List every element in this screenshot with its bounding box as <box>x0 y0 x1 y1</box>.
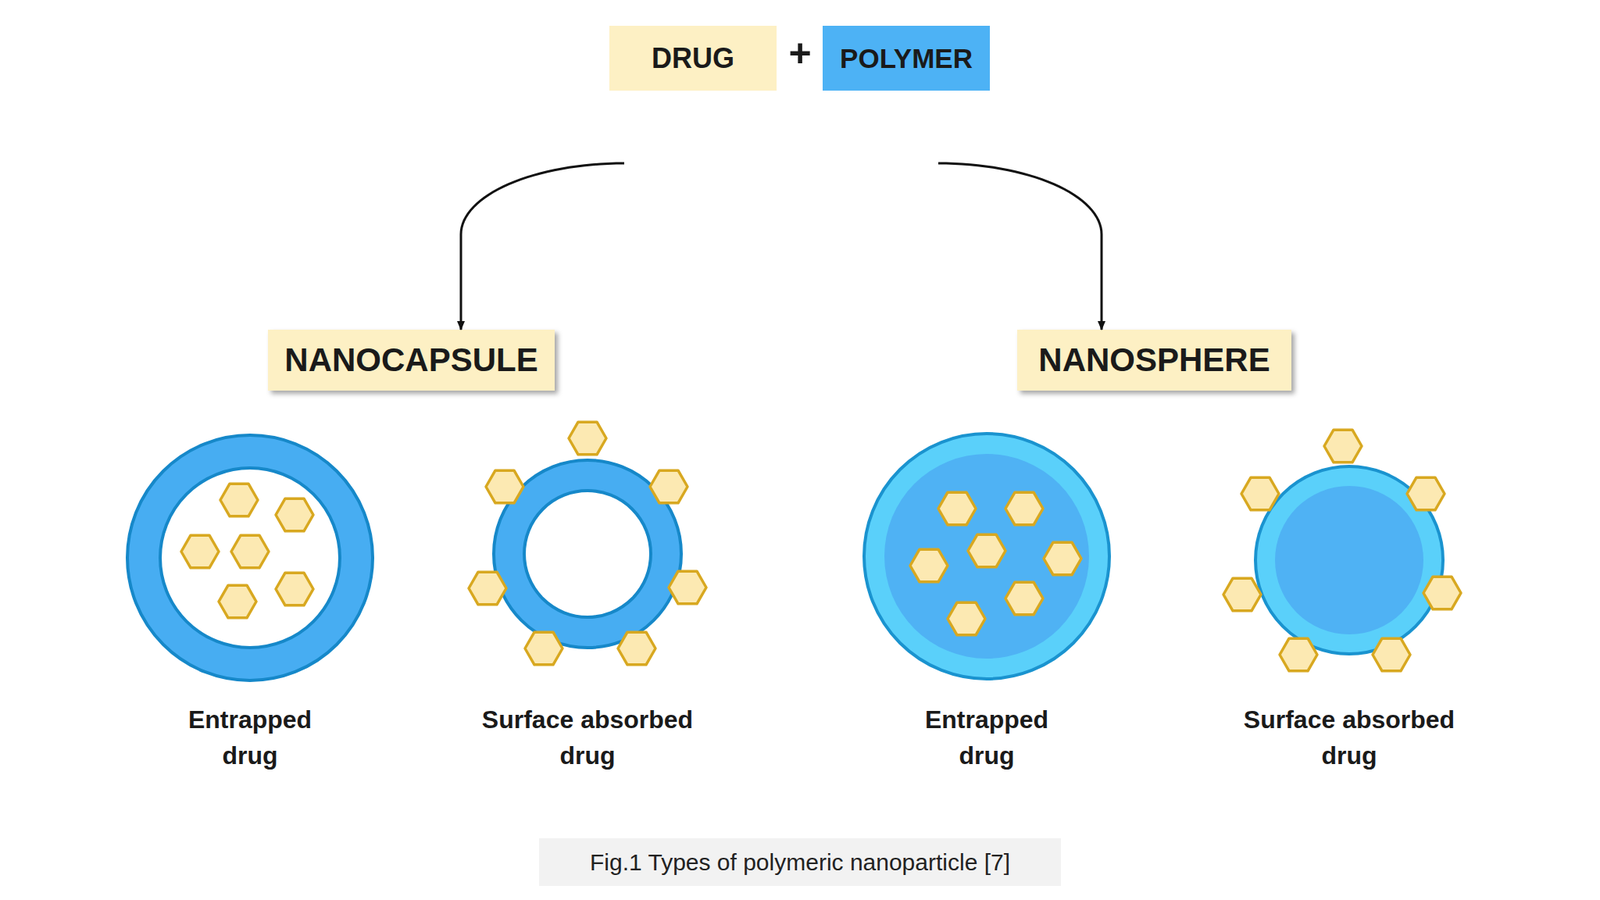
box-label: NANOCAPSULE <box>284 341 538 379</box>
particle-ring <box>1255 466 1443 654</box>
box-label: NANOSPHERE <box>1038 341 1270 379</box>
drug-molecule <box>938 492 976 525</box>
process-box: NANOCAPSULE <box>267 329 555 391</box>
particle-ring <box>1275 485 1424 635</box>
drug-molecule <box>1423 576 1461 610</box>
drug-molecule <box>468 571 507 605</box>
drug-molecule <box>1241 477 1279 511</box>
drug-molecule <box>617 632 656 665</box>
drug-molecule <box>1407 477 1445 511</box>
process-box: DRUG <box>609 25 777 91</box>
flow-arrow <box>938 90 1102 330</box>
drug-molecule <box>218 585 257 618</box>
box-label: POLYMER <box>839 42 973 75</box>
particle-label: Entrapped drug <box>908 701 1065 774</box>
particle-ring <box>884 453 1090 659</box>
nanoparticle-node: Surface absorbed drug <box>462 431 713 774</box>
drug-molecule <box>1372 638 1411 672</box>
process-box: POLYMER <box>822 25 990 91</box>
particle-ring <box>493 460 682 648</box>
drug-molecule <box>967 534 1006 568</box>
drug-molecule <box>231 535 269 568</box>
drug-molecule <box>947 602 986 636</box>
drug-molecule <box>1223 578 1261 611</box>
particle-ring <box>524 490 651 618</box>
particle-shape <box>1224 431 1475 682</box>
particle-shape <box>462 431 713 682</box>
drug-molecule <box>1324 429 1362 463</box>
nanoparticle-node: Entrapped drug <box>125 431 375 774</box>
plus-sign: + <box>780 29 820 77</box>
drug-molecule <box>650 470 688 504</box>
particle-label: Entrapped drug <box>171 701 329 774</box>
flow-arrow <box>460 90 625 330</box>
drug-molecule <box>275 572 314 606</box>
drug-molecule <box>181 535 219 568</box>
drug-molecule <box>485 470 524 504</box>
particle-shape <box>125 431 375 682</box>
particle-ring <box>864 433 1110 679</box>
drug-molecule <box>275 498 314 532</box>
drug-molecule <box>1005 492 1043 525</box>
nanoparticle-node: Surface absorbed drug <box>1224 431 1475 774</box>
figure-caption: Fig.1 Types of polymeric nanoparticle [7… <box>539 838 1061 886</box>
particle-ring <box>160 467 340 648</box>
drug-molecule <box>525 632 563 665</box>
particle-shape <box>861 431 1112 682</box>
drug-molecule <box>1043 542 1082 575</box>
drug-molecule <box>220 483 258 517</box>
nanoparticle-node: Entrapped drug <box>861 431 1112 774</box>
box-label: DRUG <box>651 42 735 75</box>
particle-ring <box>127 435 373 681</box>
particle-label: Surface absorbed drug <box>470 701 705 774</box>
process-box: NANOSPHERE <box>1017 329 1292 391</box>
particle-label: Surface absorbed drug <box>1232 701 1467 774</box>
drug-molecule <box>1279 638 1318 672</box>
drug-molecule <box>910 549 948 583</box>
drug-molecule <box>568 421 607 455</box>
drug-molecule <box>1005 582 1043 615</box>
drug-molecule <box>668 571 707 604</box>
